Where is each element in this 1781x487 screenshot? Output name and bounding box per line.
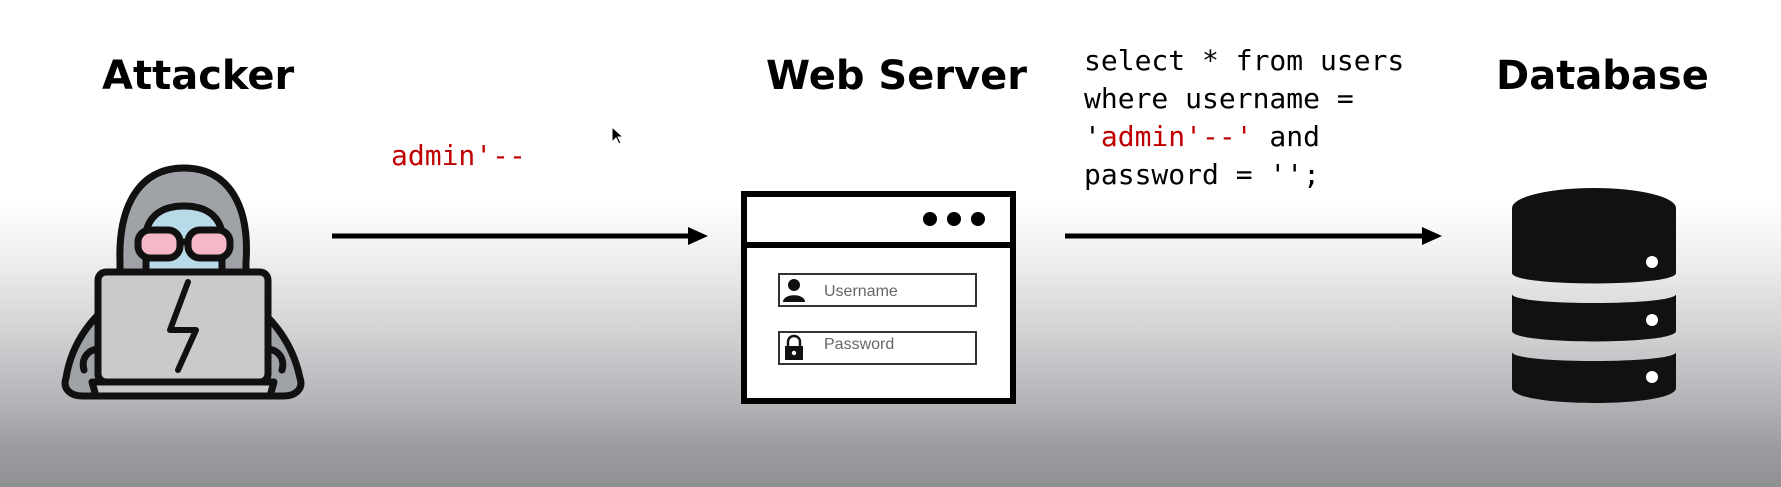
query-line-1: select * from users [1084, 44, 1405, 77]
query-open-quote: ' [1084, 120, 1101, 153]
query-injected-value: admin'--' [1100, 120, 1253, 153]
attacker-title: Attacker [102, 53, 295, 99]
hacker-icon [61, 164, 305, 400]
sql-query: select * from users where username = 'ad… [1084, 42, 1404, 194]
lock-icon [785, 334, 803, 360]
database-title: Database [1496, 53, 1709, 99]
user-icon [783, 279, 805, 302]
query-and: and [1252, 120, 1321, 153]
injection-payload: admin'-- [391, 139, 526, 172]
password-field[interactable]: Password [824, 336, 895, 353]
query-line-4: password = ''; [1084, 158, 1321, 191]
arrow-icon [332, 227, 708, 245]
query-line-3: 'admin'--' and [1084, 120, 1320, 153]
cursor-icon [611, 125, 625, 145]
username-field[interactable]: Username [824, 283, 898, 300]
arrow-icon [1065, 227, 1442, 245]
query-line-2: where username = [1084, 82, 1354, 115]
browser-login-icon [741, 191, 1016, 404]
database-icon [1512, 188, 1676, 403]
web-server-title: Web Server [766, 53, 1027, 99]
